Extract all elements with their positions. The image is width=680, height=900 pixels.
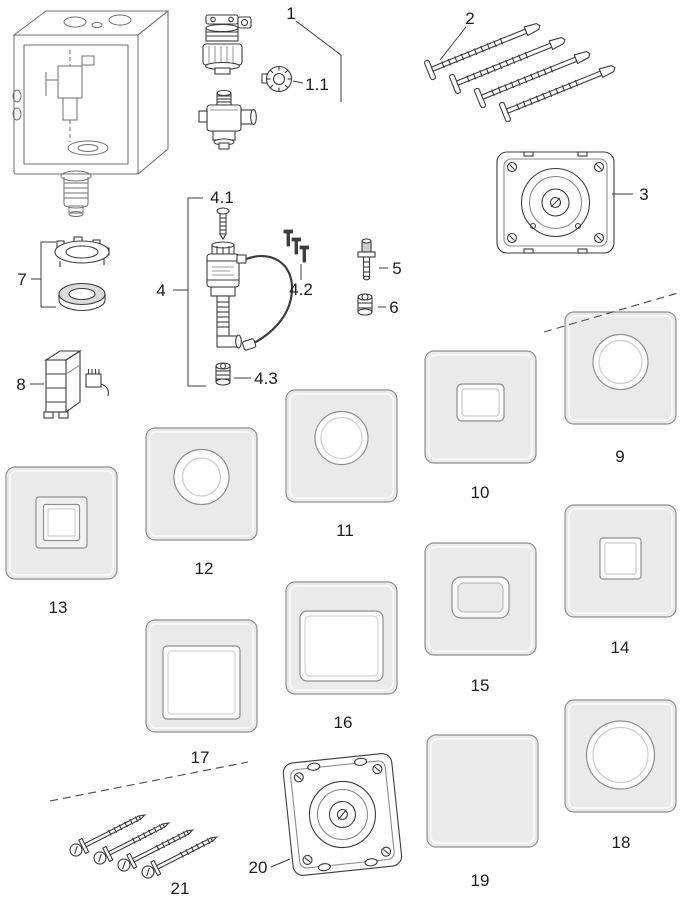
part-1-flush-valve — [198, 89, 257, 150]
label-part-5: 5 — [392, 259, 401, 278]
label-part-4-2: 4.2 — [289, 280, 313, 299]
label-part-3: 3 — [639, 185, 648, 204]
label-part-4: 4 — [156, 281, 165, 300]
label-part-4-3: 4.3 — [254, 369, 278, 388]
label-part-16: 16 — [334, 713, 353, 732]
part-1-1-cap — [261, 65, 293, 93]
label-part-19: 19 — [471, 871, 490, 890]
label-part-14: 14 — [611, 638, 630, 657]
flush-plate-18 — [564, 699, 677, 813]
section-separators — [49, 292, 679, 802]
part-4-solenoid-valve — [206, 207, 294, 351]
label-part-12: 12 — [195, 559, 214, 578]
flush-plate-17 — [145, 619, 258, 733]
label-part-7: 7 — [17, 270, 26, 289]
part-1-servomotor — [202, 14, 252, 75]
label-part-10: 10 — [471, 483, 490, 502]
part-4-2-contact-pins — [283, 229, 310, 263]
part-21-screws — [66, 807, 221, 882]
label-part-1: 1 — [286, 4, 295, 23]
flush-plate-10 — [424, 350, 537, 464]
label-part-8: 8 — [16, 375, 25, 394]
label-part-13: 13 — [49, 598, 68, 617]
part-4-1-screw — [216, 207, 230, 241]
part-7-collar-and-seal — [54, 236, 110, 312]
label-part-1-1: 1.1 — [305, 75, 329, 94]
flush-plate-9 — [564, 311, 677, 425]
label-part-2: 2 — [465, 9, 474, 28]
part-6-bushing — [357, 293, 373, 316]
cistern-housing-drawing — [12, 9, 170, 217]
leader-lines — [30, 20, 633, 868]
part-labels: 1 1.1 2 3 4 4.1 4.2 4.3 5 6 7 8 9 10 11 … — [16, 4, 648, 898]
label-part-6: 6 — [389, 298, 398, 317]
part-2-screws — [423, 15, 620, 123]
label-part-21: 21 — [171, 879, 190, 898]
flush-plate-16 — [285, 581, 398, 695]
part-20-mounting-plate — [282, 753, 403, 876]
label-part-17: 17 — [191, 748, 210, 767]
label-part-11: 11 — [336, 521, 354, 540]
flush-plate-13 — [5, 466, 118, 580]
flush-plate-11 — [285, 389, 398, 503]
label-part-4-1: 4.1 — [210, 188, 234, 207]
flush-plate-19 — [426, 734, 539, 848]
label-part-15: 15 — [471, 676, 490, 695]
flush-plate-12 — [145, 427, 258, 541]
flush-plate-15 — [424, 542, 537, 656]
part-8-mounting-frame — [43, 349, 109, 419]
part-4-3-cartridge — [215, 362, 231, 386]
label-part-9: 9 — [615, 447, 624, 466]
label-part-20: 20 — [249, 858, 268, 877]
flush-plate-14 — [564, 504, 677, 618]
part-5-pin — [357, 238, 376, 281]
part-3-cover-plate — [496, 151, 615, 254]
label-part-18: 18 — [612, 833, 631, 852]
